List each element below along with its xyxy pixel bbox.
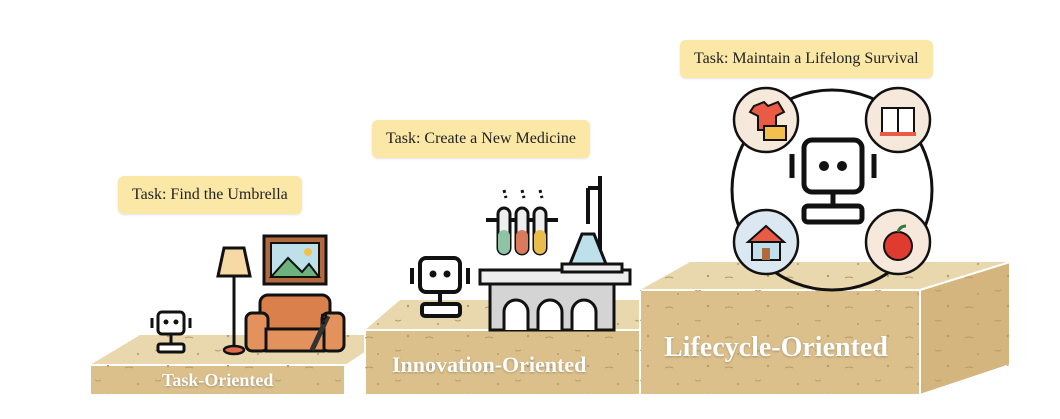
sofa-icon [244,293,346,353]
stage-title-innovation-oriented: Innovation-Oriented [392,352,587,377]
book-icon [864,86,932,154]
task-label-maintain-survival: Task: Maintain a Lifelong Survival [680,40,933,78]
apple-icon [864,208,932,276]
lamp-icon [216,246,252,356]
umbrella-icon: ? [309,312,331,352]
svg-text:?: ? [320,312,328,328]
stage-title-task-oriented: Task-Oriented [162,370,274,390]
test-tubes-icon [486,189,558,256]
painting-icon [262,234,328,286]
step-lifecycle-oriented [639,260,1011,397]
robot-icon [150,310,192,354]
life-cycle-ring [730,88,934,292]
house-icon [732,208,800,276]
microscope-flask-icon [560,176,624,274]
stage-title-lifecycle-oriented: Lifecycle-Oriented [664,332,888,363]
lab-bench-icon [478,268,632,332]
clothes-icon [732,86,800,154]
robot-icon [410,256,470,318]
task-label-create-medicine: Task: Create a New Medicine [372,120,590,158]
task-label-find-umbrella: Task: Find the Umbrella [118,176,302,214]
robot-icon [789,137,877,225]
